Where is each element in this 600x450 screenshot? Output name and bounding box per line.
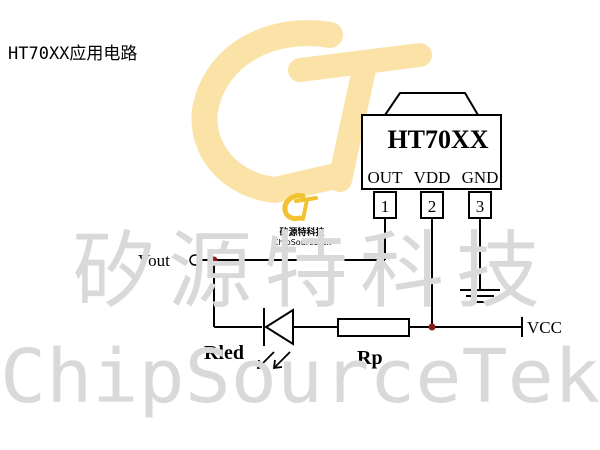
pin-number-1: 1	[381, 197, 390, 216]
ic-name: HT70XX	[387, 125, 488, 154]
ground-symbol	[460, 289, 500, 303]
resistor-label: Rp	[357, 347, 383, 369]
chipsourcetek-logo: 矽源特科技 ChipSourceTek	[273, 193, 332, 247]
junction-dot-vout	[210, 256, 218, 264]
pin-name-vdd: VDD	[414, 168, 451, 187]
junction-dot-vdd	[428, 323, 436, 331]
page-title: HT70XX应用电路	[8, 44, 137, 64]
resistor-rp	[337, 318, 410, 337]
led-label: Rled	[204, 342, 244, 364]
pin-number-2: 2	[428, 197, 437, 216]
ic-package: HT70XX OUT VDD GND 1 2 3	[361, 92, 502, 219]
watermark-english: ChipSourceTek	[0, 334, 600, 420]
led-light-arrows	[256, 351, 291, 370]
led-symbol	[256, 308, 294, 370]
vcc-terminal: VCC	[521, 317, 562, 337]
vout-terminal: Vout	[138, 251, 201, 270]
pin-number-3: 3	[476, 197, 485, 216]
vcc-label: VCC	[527, 318, 562, 337]
logo-chinese-text: 矽源特科技	[279, 226, 325, 238]
pin-name-gnd: GND	[462, 168, 499, 187]
watermark-logo	[191, 20, 432, 204]
logo-english-text: ChipSourceTek	[273, 238, 332, 247]
pin-name-out: OUT	[368, 168, 404, 187]
wires	[200, 218, 522, 328]
watermark-chinese: 矽源特科技	[72, 222, 552, 320]
vout-label: Vout	[138, 251, 170, 270]
